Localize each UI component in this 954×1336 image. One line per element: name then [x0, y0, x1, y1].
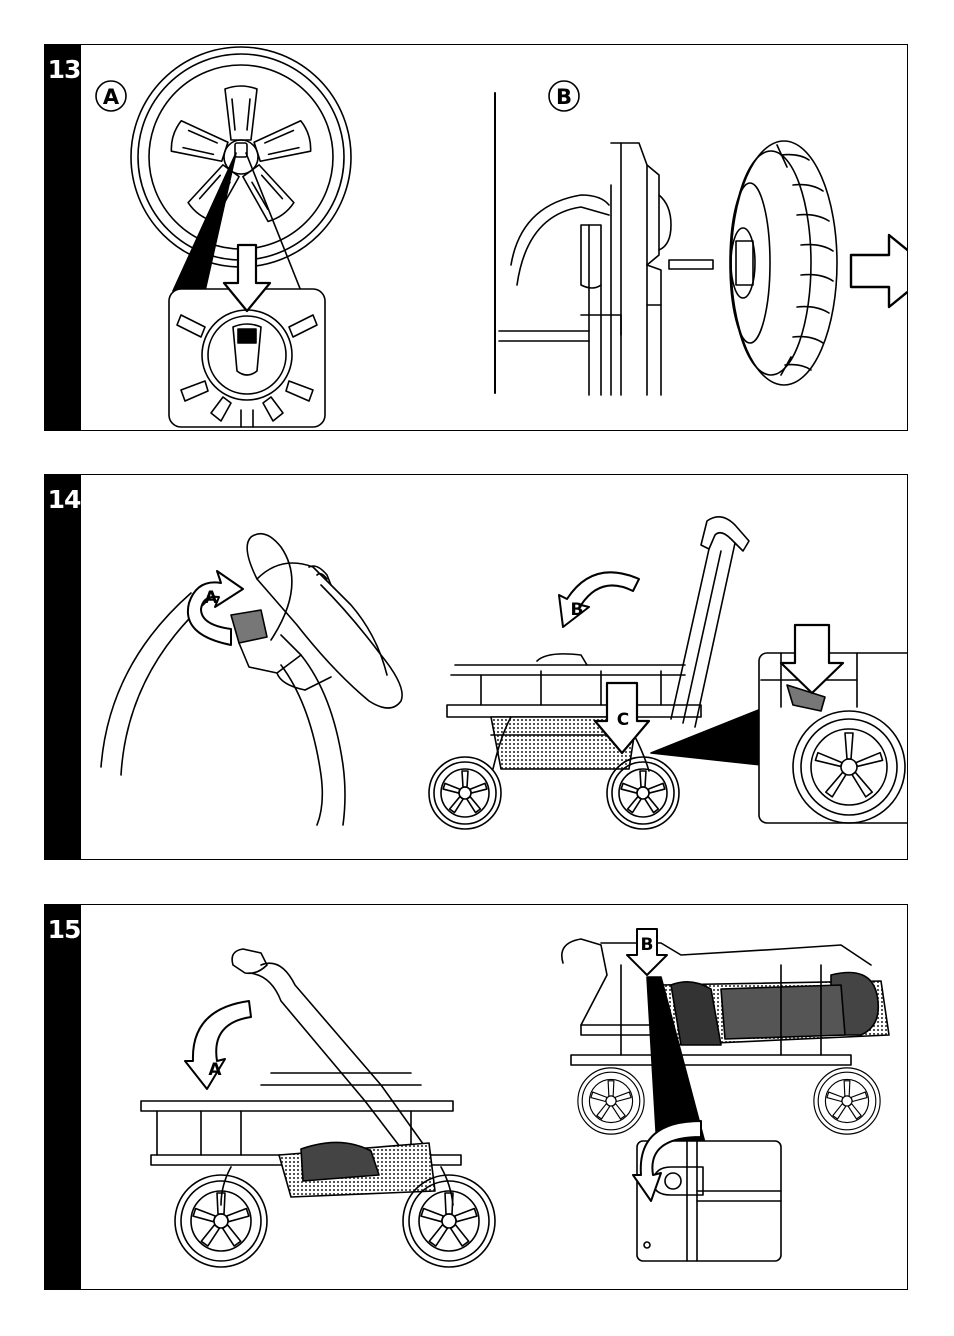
step-number: 13 [47, 55, 81, 84]
step-13-panel: 13 [44, 44, 908, 431]
folded-rear-wheel [814, 1068, 880, 1134]
rear-wheel [607, 757, 679, 829]
wheel-front-view [131, 47, 351, 267]
callout-b-label: B [571, 600, 584, 620]
callout-a-label: A [208, 1060, 222, 1080]
step-15-panel: 15 [44, 904, 908, 1290]
pull-right-arrow [851, 235, 908, 307]
step-14-panel: 14 [44, 474, 908, 860]
handlebar-closeup [101, 534, 402, 825]
step-number-bar [45, 475, 81, 859]
step-15-illustration: A B [81, 905, 908, 1290]
front-wheel [175, 1175, 267, 1267]
callout-a-label: A [103, 85, 120, 109]
step-number: 14 [47, 485, 81, 514]
rotate-arrow-a [188, 571, 243, 645]
folded-front-wheel [578, 1068, 644, 1134]
callout-b-label: B [641, 935, 654, 955]
wheel-axle [669, 260, 713, 269]
frame-side-view [499, 143, 671, 395]
step-14-illustration: A B C [81, 475, 908, 860]
wheel-side-view [730, 141, 837, 385]
callout-c-label: C [617, 710, 629, 730]
front-wheel [429, 757, 501, 829]
lock-button-detail [637, 1141, 781, 1261]
step-13-illustration: A B [81, 45, 908, 431]
callout-b-label: B [556, 85, 572, 109]
callout-a-label: A [204, 588, 218, 608]
step-number: 15 [47, 915, 81, 944]
step-number-bar [45, 45, 81, 430]
stroller-folded-view [562, 939, 889, 1065]
rear-wheel [403, 1175, 495, 1267]
stroller-folding-view [141, 949, 461, 1205]
step-number-bar [45, 905, 81, 1289]
brake-pedal-detail [759, 653, 908, 823]
